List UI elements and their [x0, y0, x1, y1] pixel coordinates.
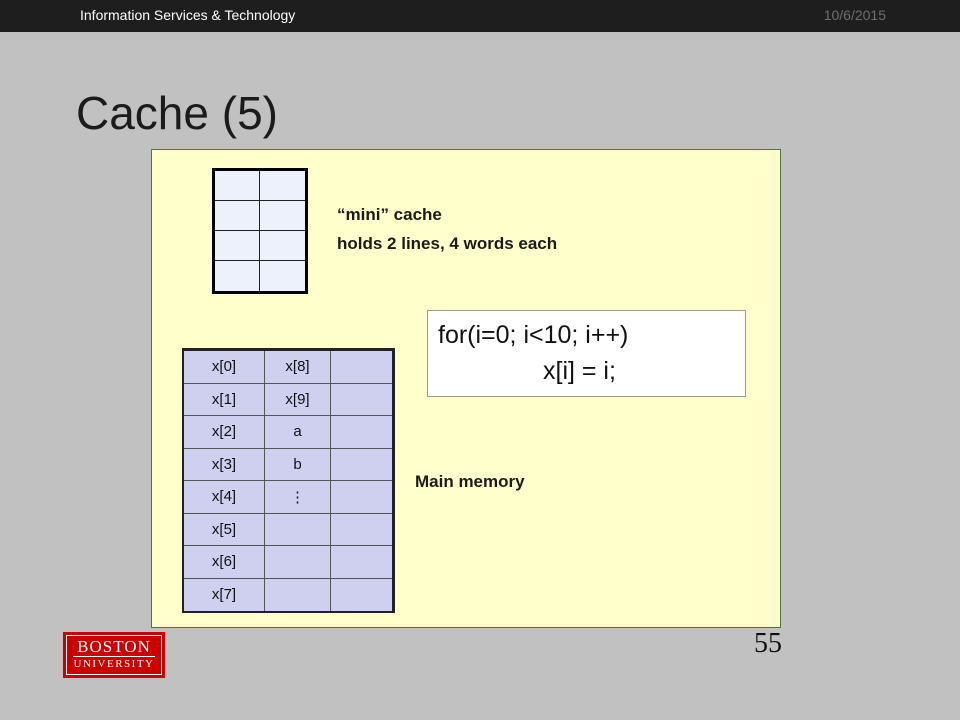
slide-date: 10/6/2015 [823, 7, 886, 23]
memory-cell [265, 513, 331, 546]
top-bar: Information Services & Technology 10/6/2… [0, 0, 960, 32]
boston-university-logo: BOSTON UNIVERSITY [63, 632, 165, 678]
memory-cell: x[6] [184, 546, 265, 579]
org-name: Information Services & Technology [80, 7, 296, 23]
memory-cell [265, 578, 331, 611]
memory-cell: ⋮ [265, 481, 331, 514]
cache-cell [260, 201, 305, 231]
memory-cell [331, 514, 392, 546]
memory-cell: x[3] [184, 448, 265, 481]
memory-cell: x[7] [184, 578, 265, 611]
cache-label-line1: “mini” cache [337, 205, 442, 224]
memory-cell [331, 416, 392, 449]
memory-cell: x[5] [184, 513, 265, 546]
code-box: for(i=0; i<10; i++) x[i] = i; [427, 310, 746, 397]
memory-cell: x[0] [184, 351, 265, 384]
code-line-1: for(i=0; i<10; i++) [438, 321, 629, 349]
logo-line-2: UNIVERSITY [73, 656, 155, 670]
memory-cell: x[9] [265, 383, 331, 416]
content-panel: “mini” cache holds 2 lines, 4 words each… [151, 149, 781, 628]
code-line-2: x[i] = i; [543, 357, 616, 385]
memory-cell: a [265, 416, 331, 449]
memory-cell [331, 481, 392, 514]
memory-cell: x[4] [184, 481, 265, 514]
logo-line-1: BOSTON [77, 637, 151, 656]
memory-cell [265, 546, 331, 579]
memory-cell: x[8] [265, 351, 331, 384]
memory-cell [331, 449, 392, 481]
memory-cell [331, 579, 392, 612]
main-memory-label: Main memory [415, 472, 525, 491]
memory-cell: b [265, 448, 331, 481]
memory-cell [331, 384, 392, 416]
cache-cell [260, 261, 305, 291]
cache-label-line2: holds 2 lines, 4 words each [337, 234, 558, 253]
slide-title: Cache (5) [76, 87, 278, 139]
memory-cell: x[1] [184, 383, 265, 416]
mini-cache-grid [212, 168, 308, 294]
memory-cell [331, 546, 392, 579]
cache-cell [260, 171, 305, 201]
cache-cell [215, 231, 260, 261]
memory-cell [331, 351, 392, 384]
cache-cell [260, 231, 305, 261]
cache-cell [215, 261, 260, 291]
memory-cell: x[2] [184, 416, 265, 449]
cache-cell [215, 171, 260, 201]
cache-cell [215, 201, 260, 231]
page-number: 55 [754, 628, 782, 659]
cache-label: “mini” cache holds 2 lines, 4 words each [337, 200, 557, 258]
